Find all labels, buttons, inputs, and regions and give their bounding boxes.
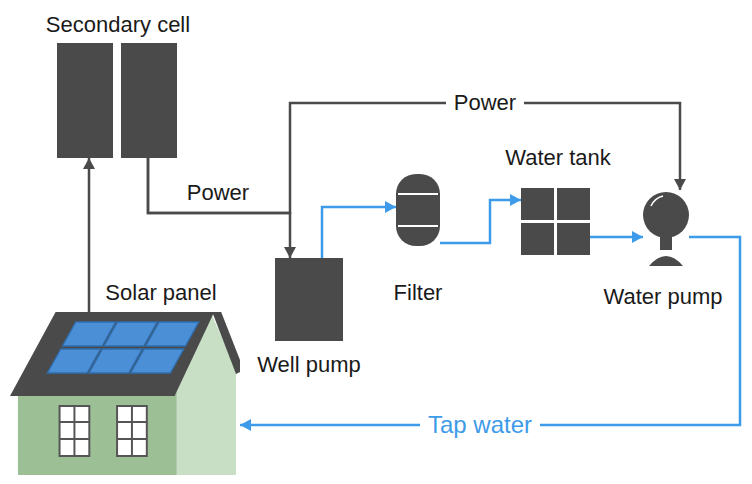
power-line	[88, 158, 91, 312]
node-label: Water pump	[604, 284, 723, 310]
house-icon: Solar panel	[10, 312, 240, 475]
node-label: Well pump	[257, 352, 361, 378]
battery-icon: Secondary cell	[57, 43, 177, 158]
label-text: Water tank	[505, 145, 611, 170]
label-text: Filter	[394, 280, 443, 305]
label-text: Water pump	[604, 284, 723, 309]
water-flow-arrow	[440, 200, 521, 243]
water-flow-arrow	[322, 207, 396, 258]
filter-capsule	[396, 174, 440, 246]
well-pump-shape	[275, 258, 343, 341]
water-pump-icon: Water pump	[643, 190, 689, 270]
label-text: Well pump	[257, 352, 361, 377]
label-text: Secondary cell	[46, 12, 190, 37]
well-pump-box: Well pump	[275, 258, 343, 341]
pump-shape	[643, 190, 689, 270]
water-tank-icon: Water tank	[521, 188, 590, 255]
edge-label: Tap water	[420, 411, 540, 439]
node-label: Water tank	[505, 145, 611, 171]
label-text: Solar panel	[105, 280, 216, 305]
water-flow-arrow	[590, 236, 643, 239]
tank-grid	[521, 188, 590, 255]
battery-cells	[57, 43, 177, 158]
node-label: Filter	[394, 280, 443, 306]
edge-label: Power	[446, 90, 524, 116]
edge-label: Power	[187, 180, 249, 206]
node-label: Solar panel	[105, 280, 216, 306]
house-icon	[10, 312, 240, 475]
power-line	[148, 158, 290, 258]
filter-icon: Filter	[396, 174, 440, 246]
node-label: Secondary cell	[46, 12, 190, 38]
water-flow-arrow	[240, 237, 740, 425]
